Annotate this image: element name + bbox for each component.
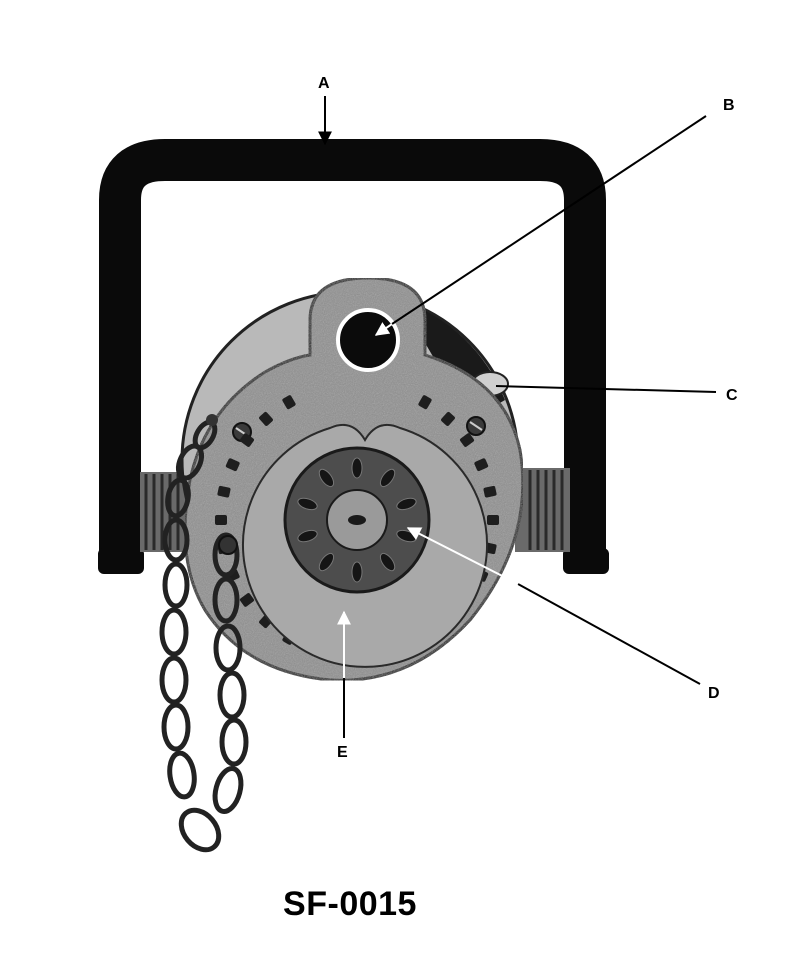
ring-tooth [239,593,254,607]
socket-pins [297,457,417,583]
callout-e: E [337,744,348,761]
socket-pin [318,552,335,572]
ring-tooth [474,458,489,472]
callout-d: D [708,685,720,702]
ring-tooth [259,411,273,426]
callout-b: B [723,97,735,114]
ring-tooth [225,458,240,472]
ring-tooth [487,515,499,525]
socket-pin [379,468,396,488]
ring-tooth [460,433,475,447]
ring-tooth [441,411,455,426]
leader-d-inner [406,527,519,585]
leader-b-inner [374,322,393,336]
lug-hole [336,308,400,372]
ring-tooth [215,515,227,525]
ring-tooth [282,395,296,410]
callout-a: A [318,75,330,92]
chain-clip [206,414,238,555]
cover-screw-right [466,416,486,436]
socket-pin [351,561,363,583]
socket-insert [283,446,431,594]
figure-caption: SF-0015 [283,885,417,923]
ring-tooth [418,395,432,410]
socket-pin [351,457,363,479]
leader-lines [318,96,717,738]
ring-tooth [483,485,497,498]
carrying-handle [98,139,609,574]
leader-d [517,583,701,685]
socket-pin [379,552,396,572]
ring-tooth [217,485,231,498]
ring-tooth [239,433,254,447]
socket-pin [318,468,335,488]
socket-pin [297,497,318,511]
leader-b [391,115,707,325]
retaining-chain [159,419,249,853]
callout-c: C [726,387,738,404]
socket-pin [396,497,417,511]
socket-pin [297,529,318,543]
leader-c [495,385,717,393]
